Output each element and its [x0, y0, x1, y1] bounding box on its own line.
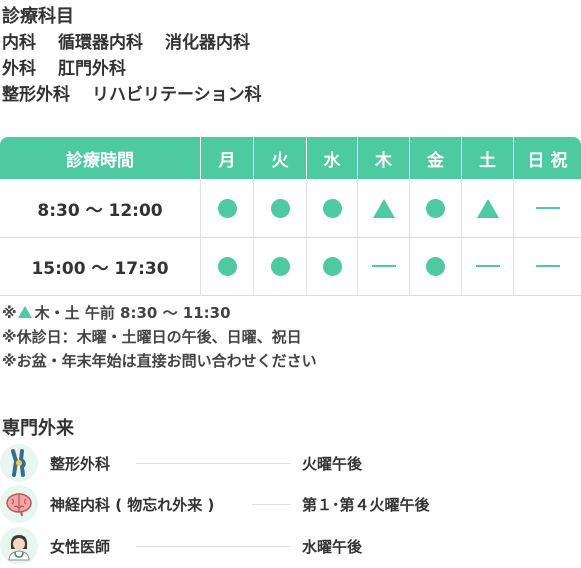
schedule-cell	[462, 179, 513, 237]
header-divider	[253, 137, 254, 179]
schedule-cell	[514, 179, 581, 237]
departments-title: 診療科目	[2, 6, 74, 27]
brain-icon	[0, 485, 38, 523]
header-divider	[461, 137, 462, 179]
header-divider	[409, 137, 410, 179]
specialty-schedule: 火曜午後	[302, 454, 363, 473]
department-item: 循環器内科	[58, 33, 143, 53]
closed-dash-icon	[371, 265, 396, 267]
specialty-row: 整形外科 火曜午後	[0, 444, 581, 482]
specialty-name: 神経内科 ( 物忘れ外来 )	[50, 495, 215, 514]
department-line: 整形外科 リハビリテーション科	[2, 82, 284, 108]
schedule-cell	[410, 179, 461, 237]
time-range: 8:30 〜 12:00	[37, 200, 163, 221]
header-divider	[306, 137, 307, 179]
schedule-cell	[410, 237, 461, 295]
schedule-cell	[254, 179, 306, 237]
open-circle-icon	[322, 256, 342, 276]
department-item: 内科	[2, 33, 36, 53]
schedule-cell	[307, 237, 357, 295]
schedule-cell	[201, 237, 253, 295]
open-circle-icon	[217, 198, 237, 218]
closed-dash-icon	[535, 265, 560, 267]
leader-line	[252, 503, 290, 505]
schedule-cell	[254, 237, 306, 295]
triangle-icon	[17, 306, 32, 318]
department-item: 外科	[2, 59, 36, 79]
header-fri: 金	[427, 150, 444, 171]
header-hours: 診療時間	[66, 150, 134, 171]
schedule-cell	[201, 179, 253, 237]
knee-joint-icon	[0, 444, 38, 482]
header-sun-holiday: 日 祝	[527, 150, 568, 171]
header-sat: 土	[479, 150, 496, 171]
schedule-header	[0, 137, 581, 179]
note-line: ※お盆・年末年始は直接お問い合わせください	[2, 352, 317, 370]
open-circle-icon	[270, 198, 290, 218]
header-divider	[357, 137, 358, 179]
partial-triangle-icon	[476, 198, 499, 218]
note-line: ※休診日：木曜・土曜日の午後、日曜、祝日	[2, 328, 302, 346]
specialty-name: 女性医師	[50, 537, 111, 556]
open-circle-icon	[426, 198, 445, 218]
female-doctor-icon	[0, 527, 38, 565]
specialty-row: 神経内科 ( 物忘れ外来 ) 第１･第４火曜午後	[0, 485, 581, 523]
leader-line	[136, 462, 290, 464]
time-range: 15:00 〜 17:30	[31, 258, 169, 279]
schedule-cell	[358, 237, 409, 295]
header-wed: 水	[323, 150, 341, 171]
note-line: ※ 木・土 午前 8:30 〜 11:30	[2, 301, 317, 325]
open-circle-icon	[217, 256, 237, 276]
department-line: 外科 肛門外科	[2, 56, 284, 82]
specialty-schedule: 第１･第４火曜午後	[302, 495, 430, 514]
department-item: 整形外科	[2, 85, 70, 105]
open-circle-icon	[322, 198, 342, 218]
department-item: 消化器内科	[165, 33, 250, 53]
header-mon: 月	[218, 150, 236, 171]
table-row	[0, 179, 581, 238]
leader-line	[136, 545, 290, 547]
header-divider	[200, 137, 201, 179]
schedule-cell	[514, 237, 581, 295]
schedule-notes: ※ 木・土 午前 8:30 〜 11:30 ※休診日：木曜・土曜日の午後、日曜、祝…	[2, 301, 317, 373]
specialty-row: 女性医師 水曜午後	[0, 527, 581, 565]
header-tue: 火	[271, 150, 289, 171]
schedule-cell	[358, 179, 409, 237]
closed-dash-icon	[535, 207, 560, 209]
note-prefix: ※	[2, 304, 17, 322]
partial-triangle-icon	[372, 198, 395, 218]
department-line: 内科 循環器内科 消化器内科	[2, 30, 284, 56]
open-circle-icon	[270, 256, 290, 276]
specialty-schedule: 水曜午後	[302, 537, 363, 556]
department-list: 内科 循環器内科 消化器内科 外科 肛門外科 整形外科 リハビリテーション科	[2, 30, 284, 108]
department-item: 肛門外科	[58, 59, 126, 79]
specialty-name: 整形外科	[50, 454, 111, 473]
specialty-title: 専門外来	[2, 418, 74, 439]
table-row	[0, 237, 581, 296]
schedule-cell	[462, 237, 513, 295]
closed-dash-icon	[475, 265, 500, 267]
open-circle-icon	[426, 256, 445, 276]
header-thu: 木	[375, 150, 392, 171]
schedule-cell	[307, 179, 357, 237]
department-item: リハビリテーション科	[92, 85, 262, 105]
note-text: 木・土 午前 8:30 〜 11:30	[34, 304, 231, 322]
header-divider	[513, 137, 514, 179]
